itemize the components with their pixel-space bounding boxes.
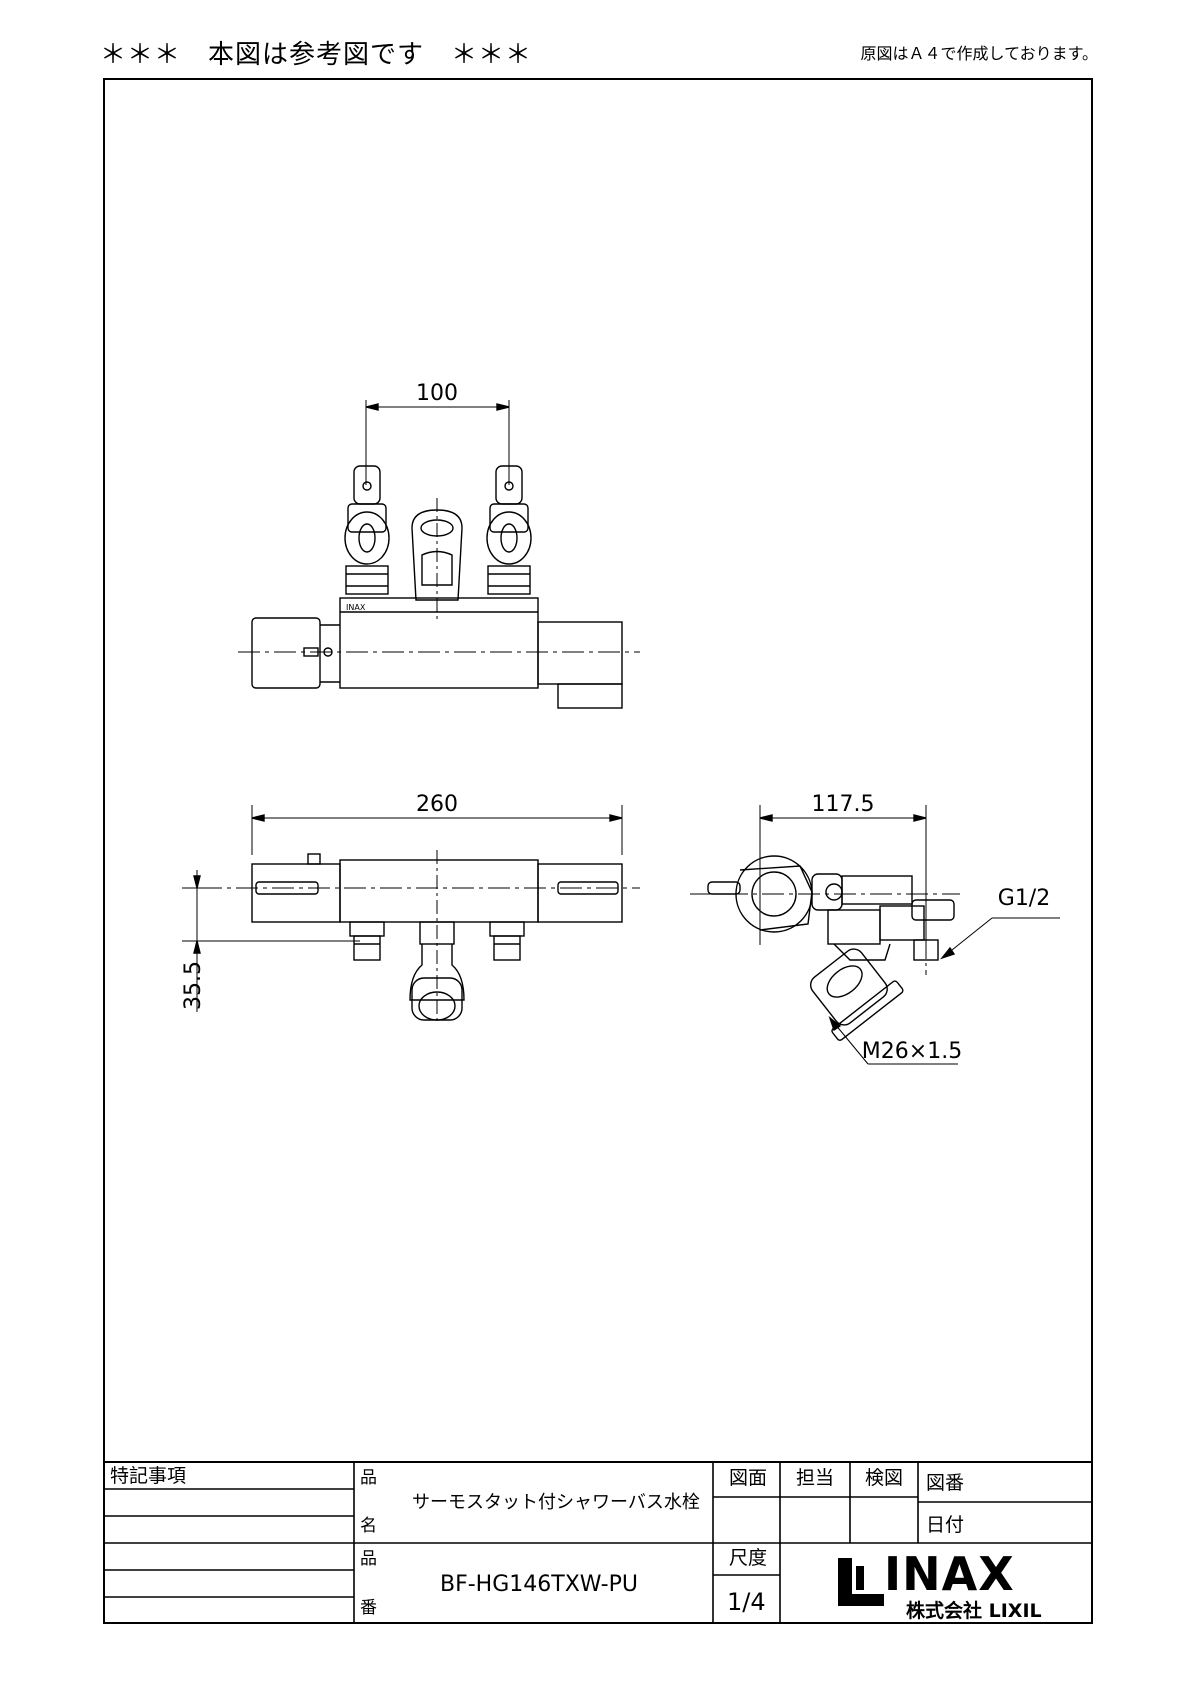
drawing-frame bbox=[103, 78, 1093, 1624]
front-view: 260 35.5 bbox=[181, 792, 640, 1021]
body-brand-mark: INAX bbox=[346, 603, 366, 612]
dim-front-width: 260 bbox=[416, 792, 458, 817]
side-view: 117.5 G1/2 M26×1.5 bbox=[690, 792, 1060, 1065]
inax-logo-mark bbox=[838, 1558, 884, 1606]
drawing-face-label: 図面 bbox=[729, 1467, 768, 1489]
original-size-note: 原図はＡ４で作成しております。 bbox=[860, 44, 1098, 63]
dim-top-width: 100 bbox=[416, 381, 458, 406]
product-name: サーモスタット付シャワーバス水栓 bbox=[412, 1492, 700, 1513]
inax-logo-text: INAX bbox=[884, 1547, 1015, 1601]
outlet-thread-label: M26×1.5 bbox=[862, 1039, 962, 1064]
drawing-number-label: 図番 bbox=[926, 1472, 965, 1494]
date-label: 日付 bbox=[926, 1514, 965, 1536]
person-in-charge-label: 担当 bbox=[796, 1467, 835, 1489]
inlet-thread-label: G1/2 bbox=[998, 886, 1050, 911]
checked-by-label: 検図 bbox=[865, 1467, 904, 1489]
company-name: 株式会社 LIXIL bbox=[906, 1600, 1042, 1622]
product-number: BF-HG146TXW-PU bbox=[440, 1572, 638, 1597]
product-name-label-1: 品 bbox=[360, 1468, 377, 1488]
product-number-label-1: 品 bbox=[360, 1549, 377, 1569]
scale-value: 1/4 bbox=[727, 1588, 766, 1616]
dim-side-depth: 117.5 bbox=[812, 792, 875, 817]
product-name-label-2: 名 bbox=[360, 1516, 377, 1536]
product-number-label-2: 番 bbox=[360, 1598, 377, 1618]
special-notes-label: 特記事項 bbox=[110, 1465, 187, 1487]
scale-label: 尺度 bbox=[729, 1547, 768, 1569]
reference-drawing-notice: ＊＊＊ 本図は参考図です ＊＊＊ bbox=[100, 40, 533, 70]
title-block-grid bbox=[103, 1461, 1093, 1624]
dim-height: 35.5 bbox=[181, 961, 206, 1010]
top-view: 100 INAX bbox=[238, 381, 640, 709]
